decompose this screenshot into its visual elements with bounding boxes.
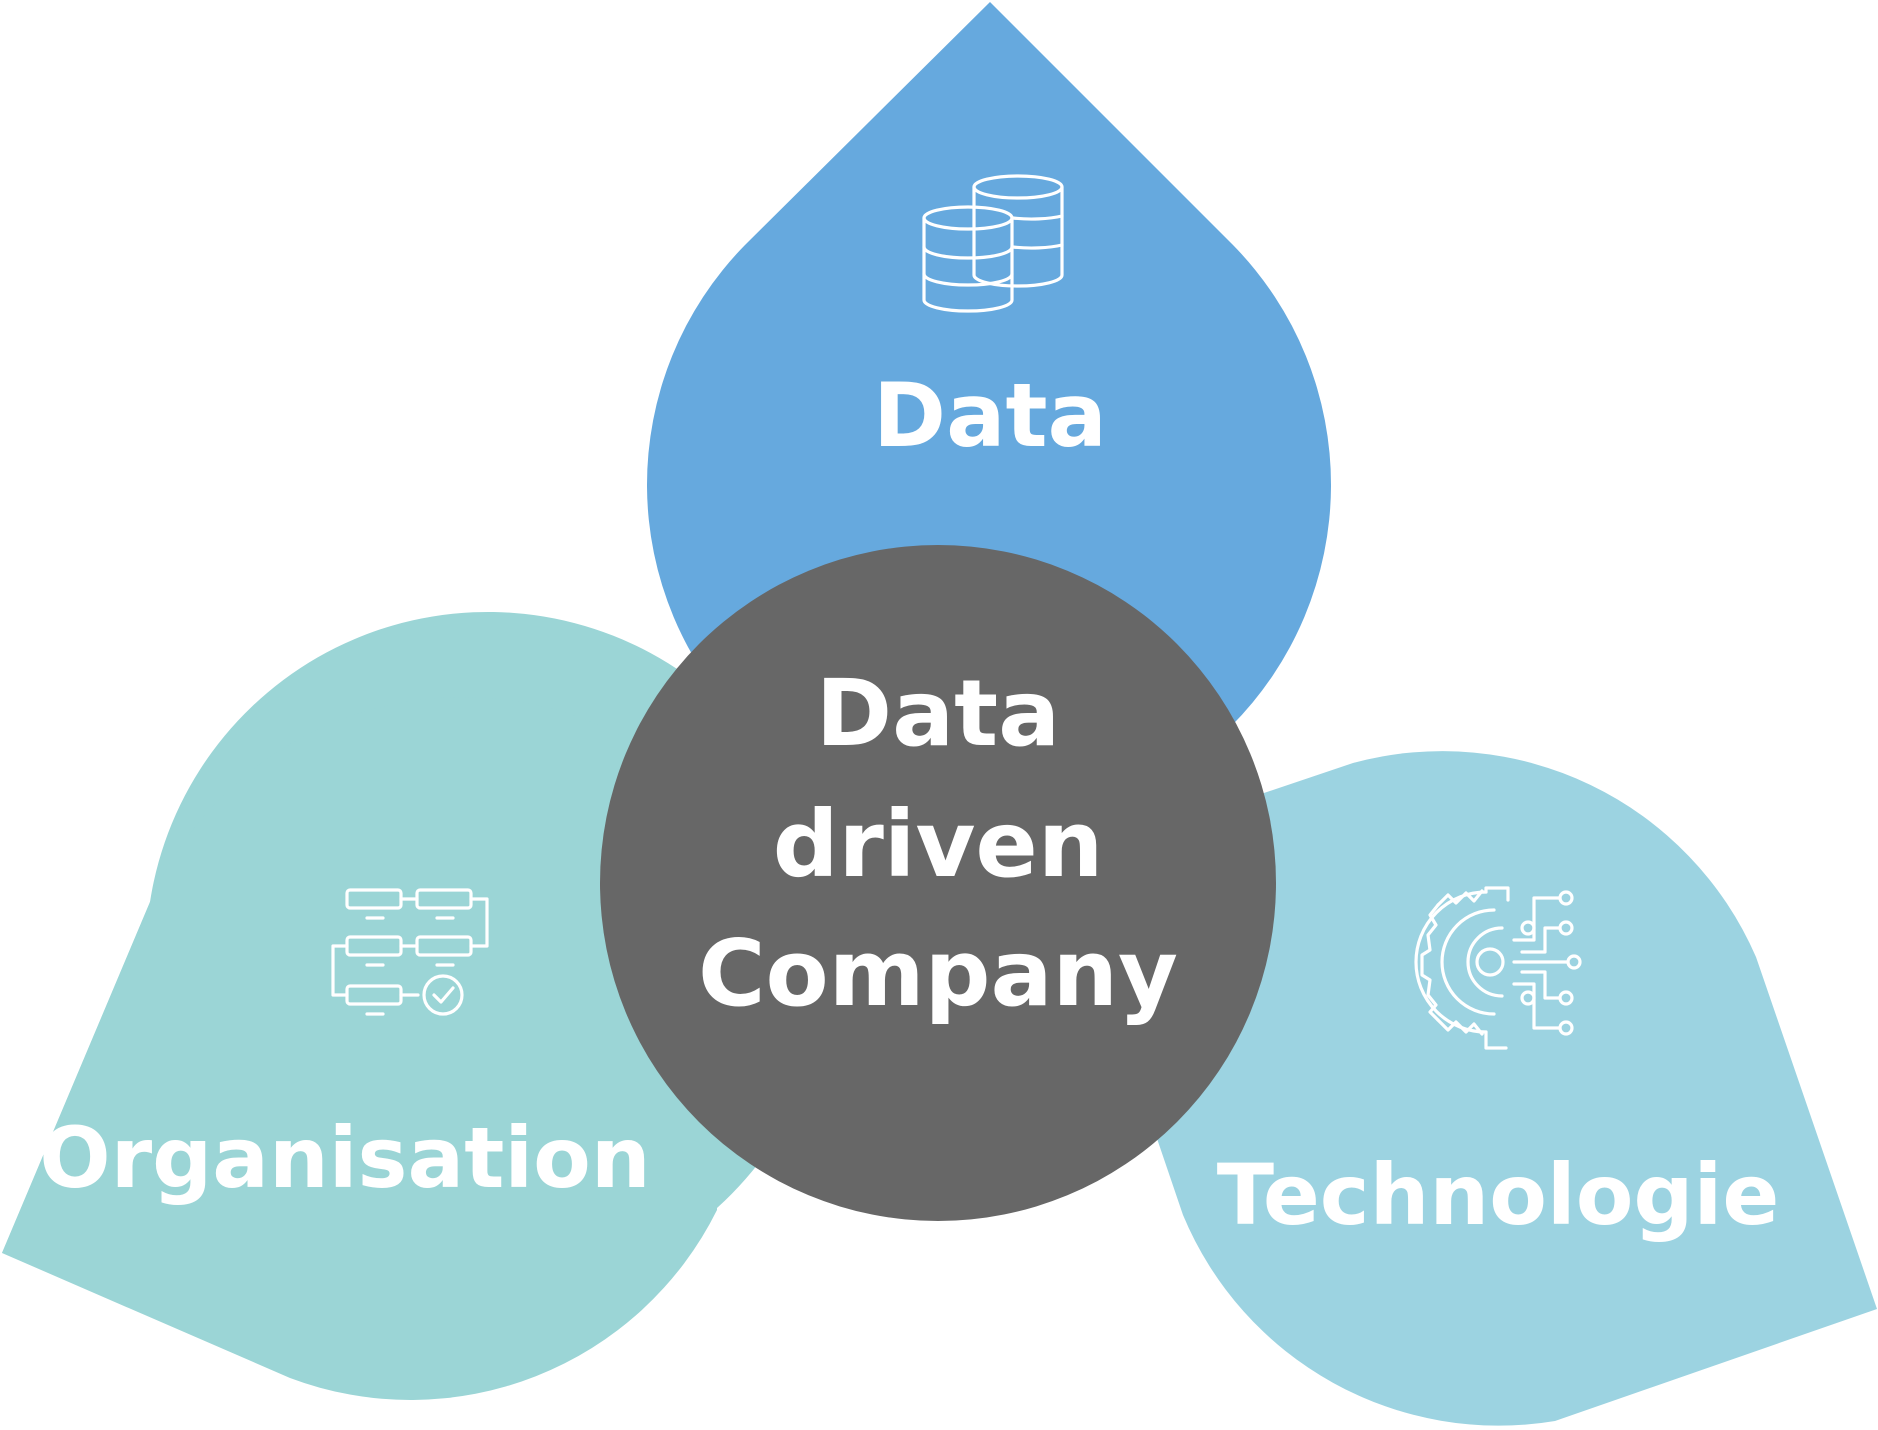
center-label-line-1: Data [816,660,1061,767]
technologie-petal: Technologie [1150,751,1877,1426]
organisation-petal-label: Organisation [39,1109,650,1207]
data-petal-label: Data [873,364,1107,467]
technologie-petal-label: Technologie [1217,1146,1780,1244]
center-circle [600,545,1276,1221]
technologie-petal-shape [1150,751,1877,1426]
center-label-line-2: driven [773,791,1104,898]
org-chart-icon [331,888,489,1016]
center-label-line-3: Company [698,920,1178,1027]
organisation-petal: Organisation [2,611,831,1400]
tech-gear-circuit-icon [1414,886,1582,1050]
database-icon [922,174,1064,313]
center-node: Data driven Company [600,545,1276,1221]
organisation-petal-shape-body [2,697,717,1400]
